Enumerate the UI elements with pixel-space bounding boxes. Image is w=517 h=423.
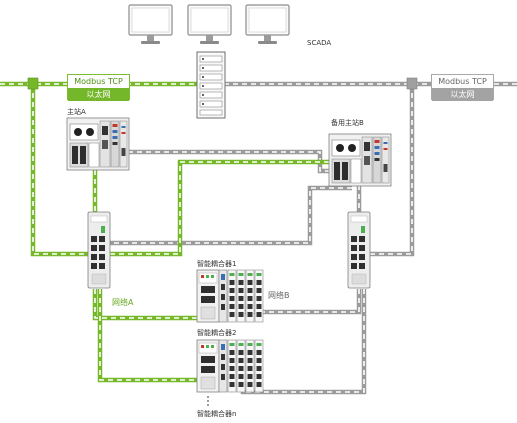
smart-coupler-2 bbox=[196, 339, 264, 393]
network-b-tag-line1: Modbus TCP bbox=[432, 75, 493, 88]
switch-network-b bbox=[347, 211, 371, 289]
coupler-n-label: 智能耦合器n bbox=[197, 410, 237, 418]
scada-monitor-1 bbox=[128, 4, 173, 45]
scada-label: SCADA bbox=[307, 39, 332, 47]
network-a-tag: Modbus TCP 以太网 bbox=[67, 74, 130, 101]
network-b-links bbox=[97, 81, 517, 395]
primary-master-plc bbox=[66, 117, 130, 171]
coupler-1-label: 智能耦合器1 bbox=[197, 260, 237, 268]
network-b-tag: Modbus TCP 以太网 bbox=[431, 74, 494, 101]
network-b-junction bbox=[406, 77, 418, 90]
backup-master-label: 备用主站B bbox=[331, 119, 364, 127]
network-b-label: 网络B bbox=[268, 291, 290, 300]
scada-monitor-3 bbox=[245, 4, 290, 45]
scada-monitor-2 bbox=[187, 4, 232, 45]
primary-master-label: 主站A bbox=[67, 108, 86, 116]
coupler-2-label: 智能耦合器2 bbox=[197, 329, 237, 337]
network-a-tag-line2: 以太网 bbox=[68, 88, 129, 101]
network-a-label: 网络A bbox=[112, 298, 134, 307]
switch-network-a bbox=[87, 211, 111, 289]
network-a-tag-line1: Modbus TCP bbox=[68, 75, 129, 88]
continuation-dots bbox=[207, 396, 209, 406]
smart-coupler-1 bbox=[196, 269, 264, 323]
network-a-junction bbox=[27, 77, 39, 90]
network-b-tag-line2: 以太网 bbox=[432, 88, 493, 101]
scada-server-rack bbox=[196, 51, 226, 119]
network-a-links bbox=[0, 81, 329, 383]
backup-master-plc bbox=[328, 133, 392, 187]
